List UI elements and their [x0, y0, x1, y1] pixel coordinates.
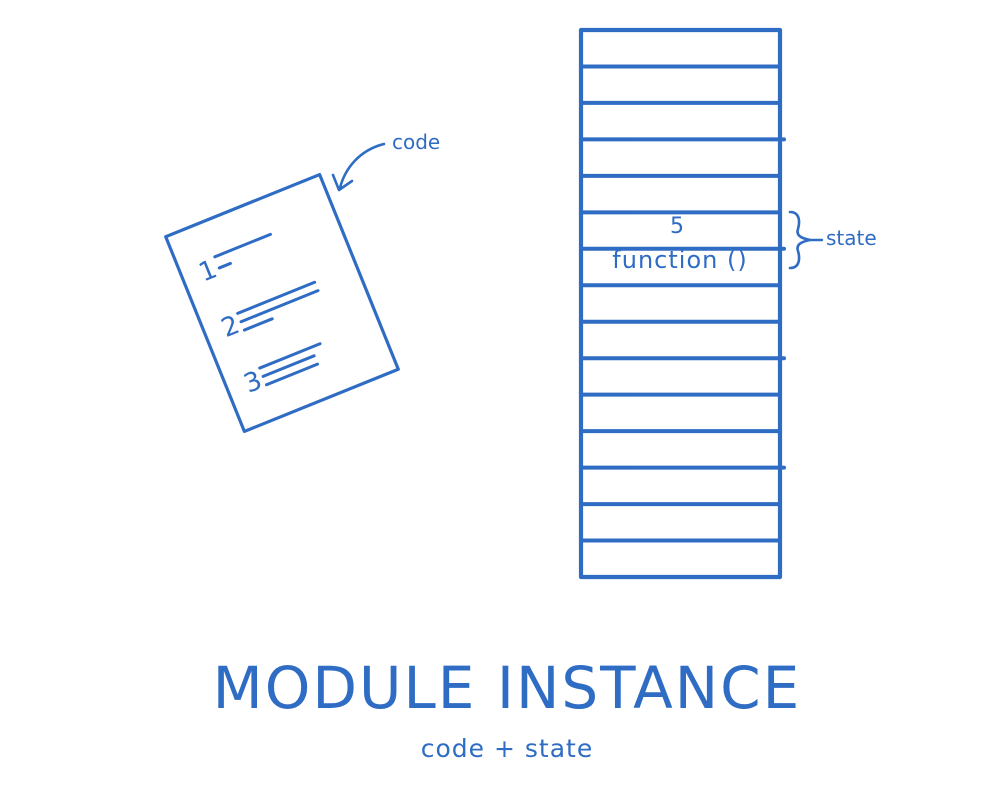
state-brace-icon — [788, 210, 811, 270]
code-line-3b — [261, 354, 316, 378]
code-line-2c — [242, 317, 274, 332]
code-arrow-icon — [338, 142, 386, 190]
code-line-1a — [213, 232, 272, 259]
code-line-number-3: 3 — [240, 366, 267, 400]
memory-cell-value-5: 5 — [670, 214, 684, 239]
code-line-number-2: 2 — [217, 310, 244, 344]
code-arrowhead-icon — [331, 173, 354, 192]
memory-dividers — [579, 64, 786, 543]
code-document: 1 2 3 — [164, 172, 400, 434]
code-label: code — [392, 130, 440, 154]
page-subtitle: code + state — [421, 734, 593, 763]
code-line-3a — [258, 342, 322, 370]
code-line-2a — [236, 280, 317, 315]
code-line-2b — [239, 289, 320, 324]
state-label: state — [826, 226, 877, 250]
code-line-number-1: 1 — [195, 254, 222, 288]
page-title: MODULE INSTANCE — [213, 654, 802, 722]
memory-outline — [578, 27, 783, 580]
memory-column — [578, 27, 786, 580]
code-document-page — [164, 172, 400, 434]
memory-cell-function: function () — [612, 246, 747, 274]
code-line-1b — [217, 261, 232, 270]
code-line-3c — [264, 362, 319, 387]
